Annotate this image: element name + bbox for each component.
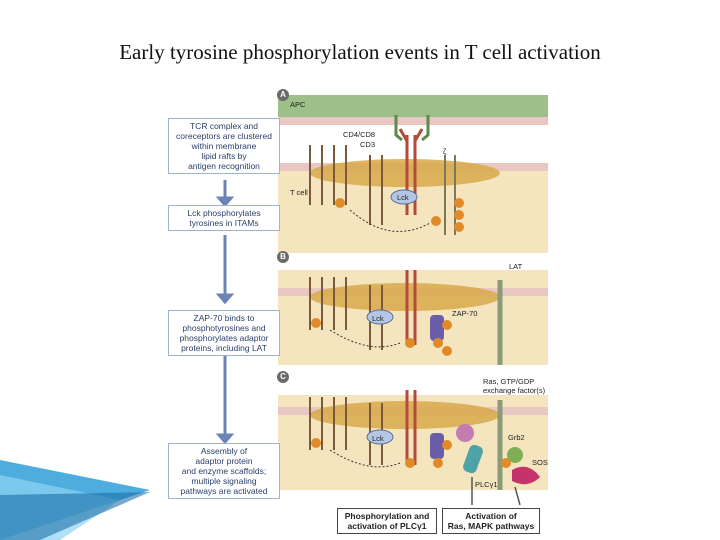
zap70-c	[430, 433, 444, 459]
lck-label-b: Lck	[372, 314, 384, 323]
ras-exchange-label-2: exchange factor(s)	[483, 386, 546, 395]
tcell-label: T cell	[290, 188, 308, 197]
lck-a	[390, 189, 418, 205]
lipid-raft-b	[310, 283, 500, 311]
cd3-label: CD3	[360, 140, 376, 149]
zeta-label: ζ	[443, 147, 447, 156]
phospho-groups-b	[311, 318, 452, 356]
lck-label-a: Lck	[397, 193, 409, 202]
cd4-a	[394, 115, 430, 142]
ras-exchange-label-1: Ras, GTP/GDP	[483, 377, 535, 386]
sos-label: SOS	[532, 458, 548, 467]
plcg1-head	[456, 424, 474, 442]
panel-letter-b: B	[277, 251, 289, 263]
apc-label: APC	[290, 100, 306, 109]
coreceptor-stalks-a	[309, 145, 383, 225]
lck-label-c: Lck	[372, 434, 384, 443]
phospho-groups-c	[311, 438, 511, 468]
panel-letter-a: A	[277, 89, 289, 101]
corner-decoration	[0, 460, 150, 540]
grb2	[507, 447, 523, 463]
apc-lipid-layer	[278, 117, 548, 125]
tcr-b	[405, 270, 417, 345]
lck-c	[366, 429, 394, 445]
panel-letter-c: C	[277, 371, 289, 383]
lipid-raft-a	[310, 159, 500, 187]
plcg1-label: PLCγ1	[475, 480, 498, 489]
zap70-b	[430, 315, 444, 341]
sos	[512, 466, 540, 485]
kinase-arrow-c	[329, 449, 401, 468]
zeta-a	[444, 155, 456, 235]
phospho-groups-a	[335, 198, 464, 232]
cd4-label: CD4/CD8	[343, 130, 376, 139]
lipid-raft-c	[310, 401, 500, 429]
tcr-c	[405, 390, 417, 465]
tcell-activation-diagram	[215, 95, 548, 506]
grb2-label: Grb2	[508, 433, 525, 442]
page-title: Early tyrosine phosphorylation events in…	[119, 40, 601, 64]
apc-membrane-band	[278, 95, 548, 117]
lat-label: LAT	[509, 262, 523, 271]
flow-arrows	[215, 180, 235, 445]
plcg1-body	[463, 444, 483, 474]
ras-output-arrow	[514, 486, 521, 506]
kinase-arrow-a	[349, 209, 431, 232]
lck-b	[366, 309, 394, 325]
zap70-label: ZAP-70	[452, 309, 478, 318]
kinase-arrow-b	[329, 329, 401, 348]
